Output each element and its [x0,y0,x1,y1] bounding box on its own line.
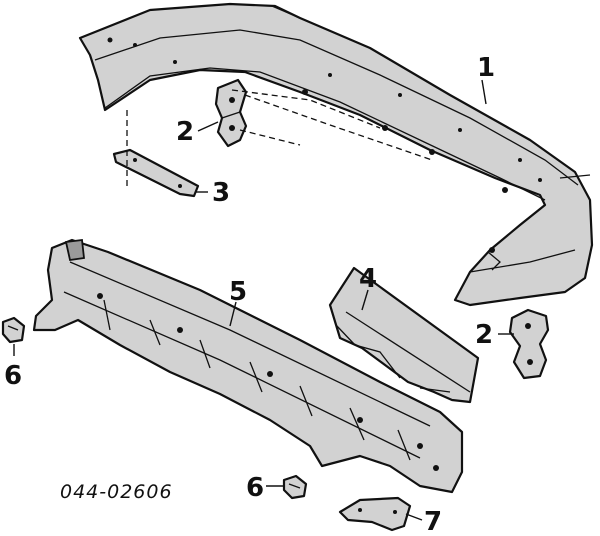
part-1-bumper-cover [78,2,594,307]
callout-5: 5 [229,277,247,307]
leader-lines [13,79,514,521]
part-5-reinforcement-beam [32,238,464,494]
callout-7: 7 [424,507,442,536]
callout-2-upper: 2 [176,117,194,147]
part-4-energy-absorber [328,266,480,404]
alignment-lines [126,89,433,190]
callout-3: 3 [212,178,230,208]
part-2-bracket-upper [214,78,248,148]
callout-6-lower: 6 [246,473,264,503]
part-6-clip-lower [282,474,308,500]
part-7-side-bracket [338,496,412,532]
callout-6-left: 6 [4,361,22,391]
callout-4: 4 [359,264,377,294]
part-2-bracket-lower [508,308,550,380]
part-3-mounting-strip [112,148,200,198]
part-6-clip-left [1,316,26,344]
callout-1: 1 [477,53,495,83]
callout-2-lower: 2 [475,320,493,350]
reference-code: 044-02606 [60,481,173,503]
